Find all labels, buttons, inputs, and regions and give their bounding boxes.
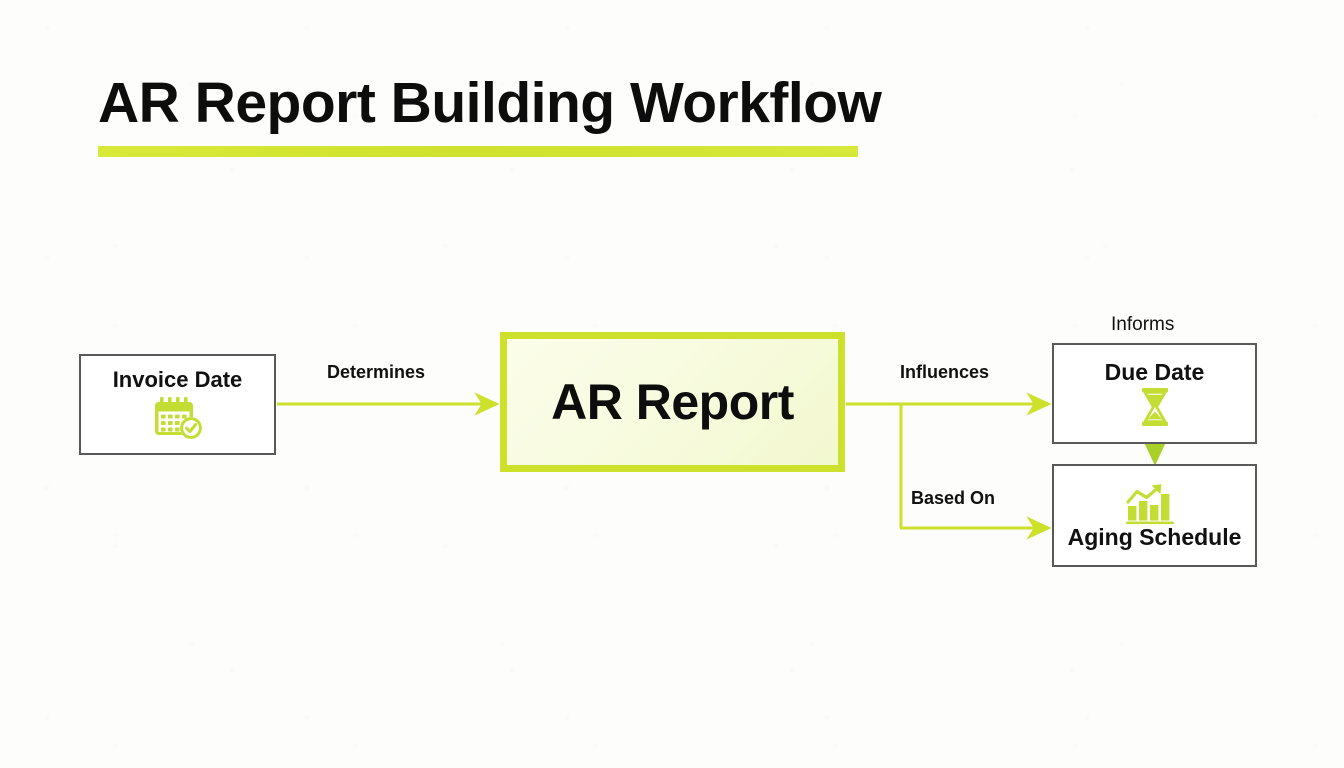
edge-label-informs: Informs [1111,314,1175,335]
node-due-date-label: Due Date [1104,358,1205,385]
node-invoice-date[interactable]: Invoice Date [79,354,276,455]
edge-label-based-on: Based On [911,488,996,508]
edge-label-determines: Determines [327,362,426,382]
calendar-check-icon [150,396,206,441]
node-ar-report-label: AR Report [551,374,794,430]
node-due-date[interactable]: Due Date [1052,343,1257,444]
title-underline-bar [98,145,858,157]
hourglass-icon [1137,387,1173,427]
page-title: AR Report Building Workflow [98,71,882,135]
edge-based-on [899,404,1052,540]
node-aging-schedule[interactable]: Aging Schedule [1052,464,1257,567]
edge-label-influences: Influences [900,362,990,382]
node-ar-report[interactable]: AR Report [500,332,845,472]
node-aging-schedule-label: Aging Schedule [1067,523,1242,550]
node-invoice-date-label: Invoice Date [112,367,243,393]
title-block: AR Report Building Workflow [98,71,882,157]
growth-bar-chart-icon [1125,481,1185,525]
